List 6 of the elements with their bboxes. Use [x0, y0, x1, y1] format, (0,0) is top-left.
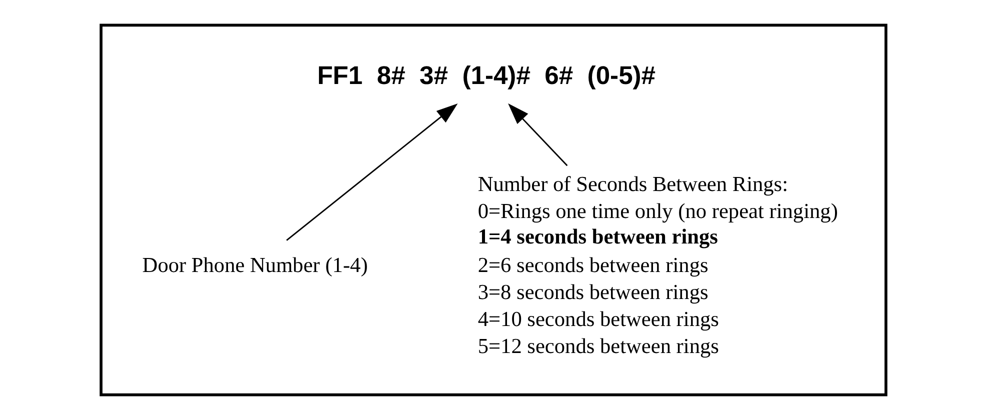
node-text: Door Phone Number (1-4)	[142, 252, 368, 277]
node-text: Number of Seconds Between Rings: 0=Rings one time only (no repeat ringing) 1=4 seconds between rings 2=6 seconds between rings 3=8 seconds between rings 4=10 seconds between rings 5=12 seconds between rings	[478, 172, 838, 358]
node-text: FF1 8# 3# (1-4)# 6# (0-5)#	[317, 62, 656, 90]
arrow	[286, 104, 458, 241]
arrow	[508, 103, 568, 166]
cluster	[100, 24, 888, 396]
